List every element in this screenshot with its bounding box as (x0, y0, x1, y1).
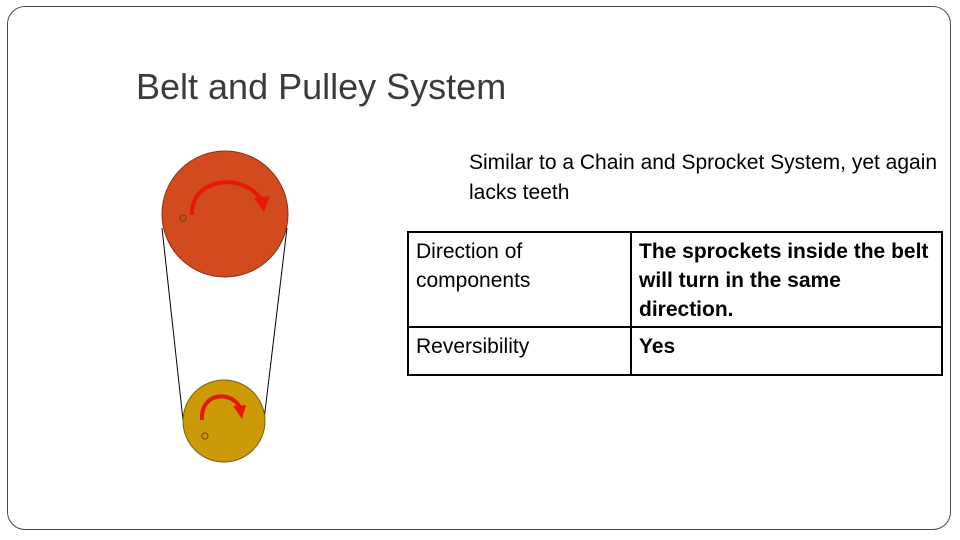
small-rotation-arrow-icon (199, 394, 242, 421)
table-cell-value: Yes (631, 326, 942, 375)
large-pulley (161, 150, 289, 278)
slide-subtitle: Similar to a Chain and Sprocket System, … (469, 151, 938, 204)
table-cell-value: The sprockets inside the belt will turn … (631, 231, 942, 327)
belt-right-line (263, 227, 288, 421)
table-row: Reversibility Yes (408, 326, 942, 375)
large-pulley-pin (179, 214, 187, 222)
slide-title: Belt and Pulley System (136, 66, 507, 107)
belt-left-line (161, 227, 184, 421)
table-cell-label: Reversibility (408, 326, 632, 375)
large-arrowhead-icon (254, 196, 270, 212)
small-arrowhead-icon (233, 405, 246, 419)
small-pulley (182, 379, 266, 463)
table-cell-label: Direction of components (408, 231, 632, 327)
info-table: Direction of components The sprockets in… (407, 231, 943, 376)
large-rotation-arrow-icon (189, 180, 264, 216)
table-row: Direction of components The sprockets in… (408, 231, 942, 327)
small-pulley-pin (201, 432, 209, 440)
